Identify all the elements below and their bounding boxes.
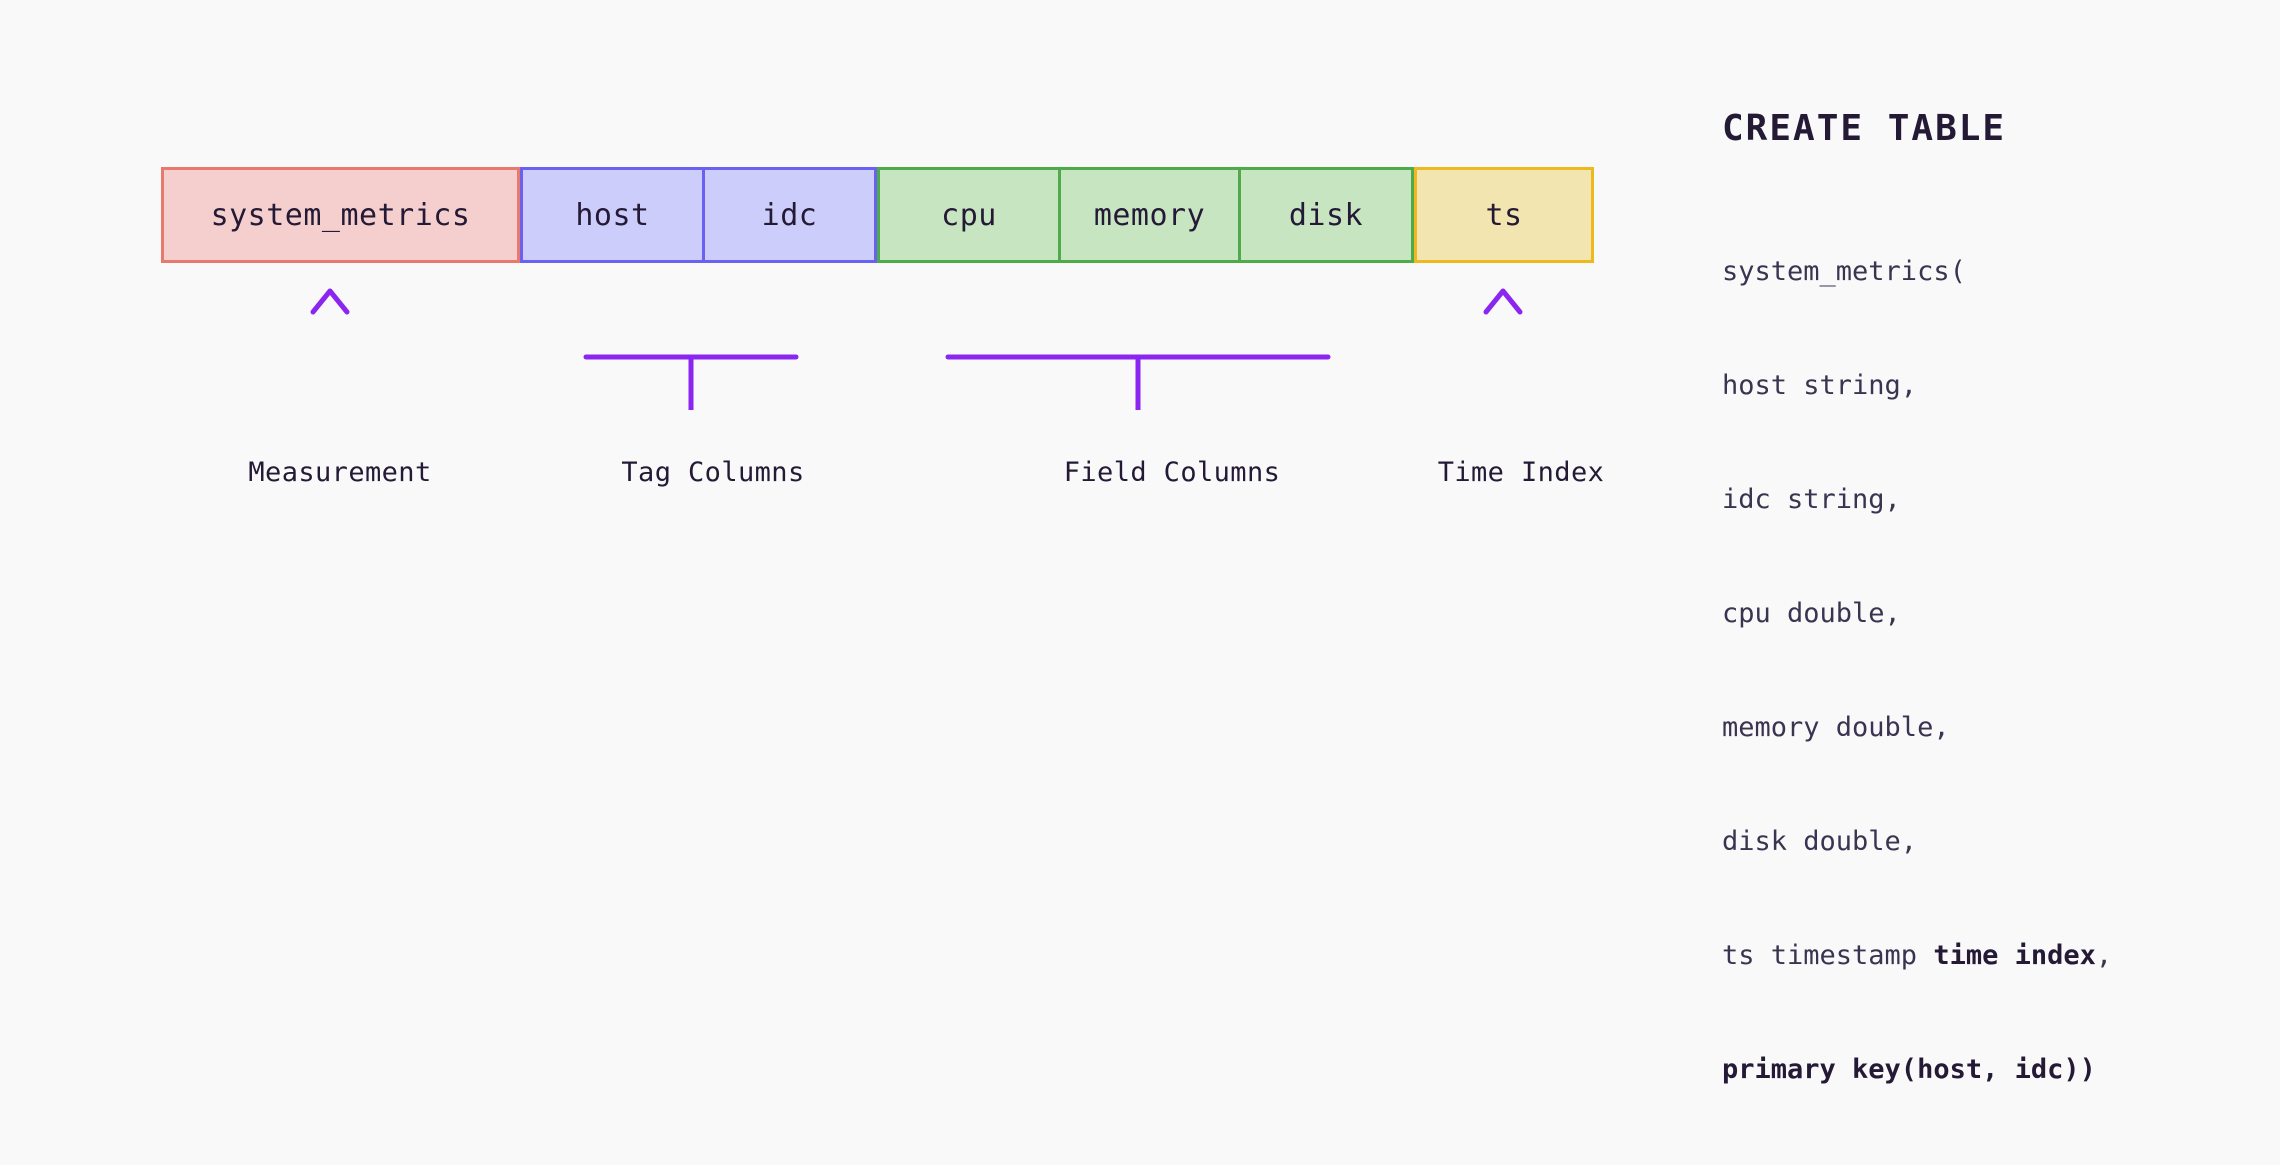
column-cell-host: host [575, 197, 650, 233]
sql-line-3: idc string, [1722, 481, 2242, 519]
sql-panel: CREATE TABLE system_metrics( host string… [1722, 108, 2242, 1165]
sql-body: system_metrics( host string, idc string,… [1722, 177, 2242, 1165]
diagram-canvas: system_metrics host idc cpu memory disk … [161, 108, 2113, 1085]
column-cell-disk: disk [1238, 170, 1411, 260]
caption-field-columns: Field Columns [1063, 457, 1281, 488]
sql-text: system_metrics( [1722, 256, 1966, 287]
caption-time-index: Time Index [1437, 457, 1605, 488]
caption-measurement: Measurement [248, 457, 432, 488]
group-time-index: ts [1414, 167, 1594, 263]
sql-text: cpu double, [1722, 598, 1901, 629]
sql-text: disk double, [1722, 826, 1918, 857]
sql-keyword-time-index: time index [1933, 940, 2096, 971]
arrow-time-index [1483, 288, 1523, 395]
sql-line-8: primary key(host, idc)) [1722, 1051, 2242, 1089]
bracket-fields [945, 295, 1331, 410]
column-cell-ts: ts [1485, 197, 1523, 233]
group-measurement: system_metrics [161, 167, 520, 263]
sql-line-2: host string, [1722, 367, 2242, 405]
schema-strip: system_metrics host idc cpu memory disk … [161, 167, 1594, 263]
group-fields: cpu memory disk [877, 167, 1414, 263]
sql-text: memory double, [1722, 712, 1950, 743]
sql-text: , [2095, 940, 2113, 971]
bracket-tags [583, 295, 799, 410]
sql-line-1: system_metrics( [1722, 253, 2242, 291]
arrow-measurement [310, 288, 350, 395]
sql-line-6: disk double, [1722, 823, 2242, 861]
column-cell-cpu: cpu [941, 197, 997, 233]
sql-text: idc string, [1722, 484, 1901, 515]
sql-text: ts timestamp [1722, 940, 1934, 971]
group-tags: host idc [520, 167, 877, 263]
sql-title: CREATE TABLE [1722, 108, 2007, 149]
sql-line-5: memory double, [1722, 709, 2242, 747]
sql-line-7: ts timestamp time index, [1722, 937, 2242, 975]
column-cell-system_metrics: system_metrics [210, 197, 471, 233]
column-cell-idc: idc [702, 170, 874, 260]
sql-line-4: cpu double, [1722, 595, 2242, 633]
caption-tag-columns: Tag Columns [621, 457, 805, 488]
sql-text: host string, [1722, 370, 1918, 401]
sql-keyword-primary-key: primary key(host, idc)) [1722, 1054, 2096, 1085]
column-cell-memory: memory [1058, 170, 1238, 260]
